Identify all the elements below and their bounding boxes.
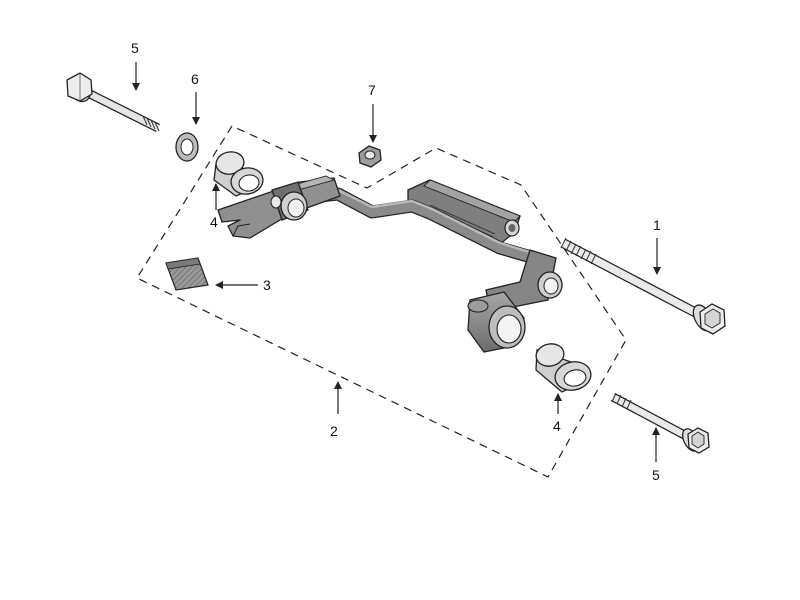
- callout-1: 1: [653, 217, 661, 233]
- rubber-pad-part3: [165, 257, 209, 291]
- callout-5-bottom: 5: [652, 467, 660, 483]
- nut-part7: [358, 145, 382, 168]
- callout-4-top: 4: [210, 214, 218, 230]
- bushing-lower-part4: [535, 343, 592, 393]
- assembly-boundary-dashed: [136, 125, 627, 478]
- washer-part6: [175, 132, 199, 162]
- bushing-upper-part4: [213, 151, 264, 197]
- callout-5-top: 5: [131, 40, 139, 56]
- callout-7: 7: [368, 82, 376, 98]
- leader-arrows: [132, 62, 661, 462]
- callout-4-bottom: 4: [553, 418, 561, 434]
- bolt-top-left-part5: [66, 72, 161, 133]
- suspension-bracket-assembly: [217, 175, 563, 353]
- bolt-lower-right-part5: [610, 392, 710, 454]
- callout-3: 3: [263, 277, 271, 293]
- callout-2: 2: [330, 423, 338, 439]
- callout-6: 6: [191, 71, 199, 87]
- long-bolt-part1: [560, 237, 726, 335]
